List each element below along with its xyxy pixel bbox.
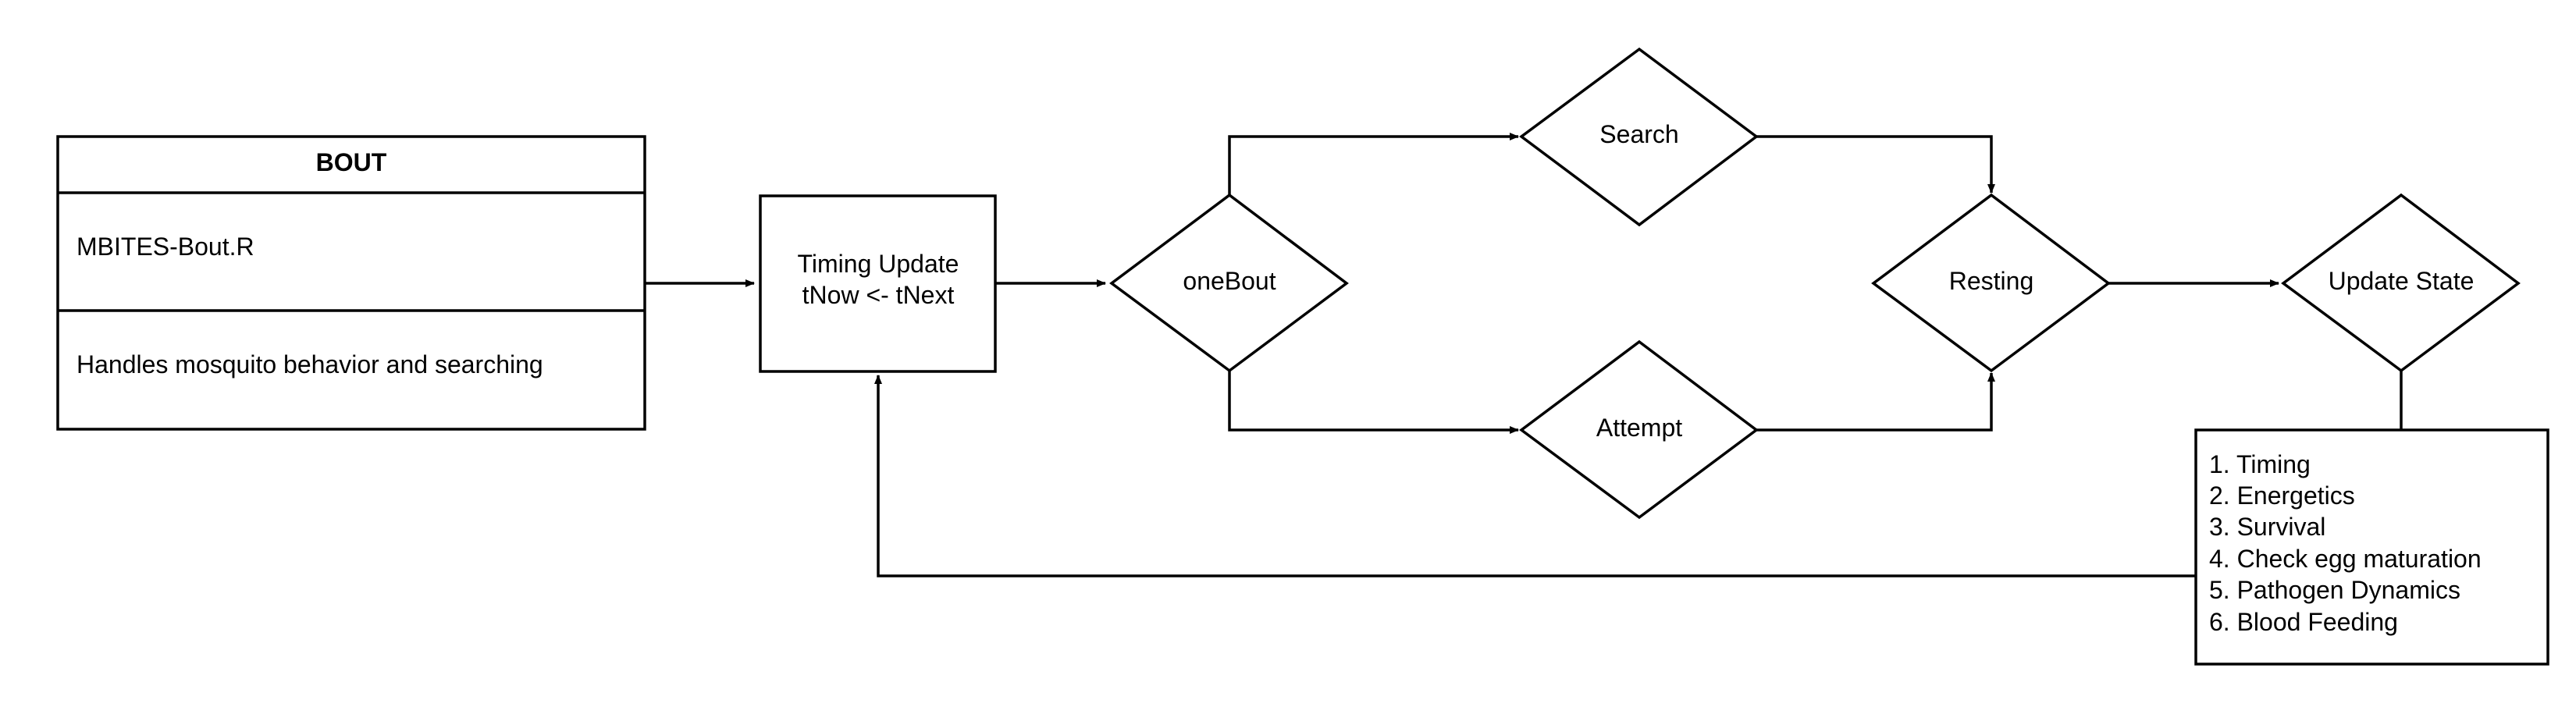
state-steps-box: 1. Timing 2. Energetics 3. Survival 4. C… <box>2194 428 2549 666</box>
search-label: Search <box>1599 120 1678 148</box>
bout-file: MBITES-Bout.R <box>76 233 254 261</box>
state-step-item: 6. Blood Feeding <box>2209 608 2398 636</box>
bout-description: Handles mosquito behavior and searching <box>76 350 543 378</box>
timing-update-box: Timing Update tNow <- tNext <box>759 194 997 373</box>
bout-title: BOUT <box>316 148 387 176</box>
state-step-item: 5. Pathogen Dynamics <box>2209 576 2460 604</box>
update-state-label: Update State <box>2329 267 2475 295</box>
state-step-item: 4. Check egg maturation <box>2209 545 2482 573</box>
attempt-decision: Attempt <box>1519 339 1759 520</box>
edge-onebout-to-attempt <box>1228 371 1519 434</box>
timing-update-label: Timing Update <box>798 250 959 278</box>
onebout-label: oneBout <box>1183 267 1276 295</box>
resting-label: Resting <box>1949 267 2034 295</box>
edge-steps-to-timing-loop <box>874 375 2196 577</box>
update-state-decision: Update State <box>2281 193 2521 373</box>
resting-decision: Resting <box>1871 193 2111 373</box>
state-step-item: 3. Survival <box>2209 513 2325 541</box>
edge-attempt-to-resting <box>1756 372 1995 432</box>
timing-update-formula: tNow <- tNext <box>802 281 955 309</box>
state-step-item: 1. Timing <box>2209 450 2311 478</box>
attempt-label: Attempt <box>1596 414 1682 442</box>
state-step-item: 2. Energetics <box>2209 481 2355 510</box>
edge-search-to-resting <box>1756 135 1995 194</box>
search-decision: Search <box>1519 47 1759 227</box>
edge-onebout-to-search <box>1228 133 1519 195</box>
bout-box: BOUT MBITES-Bout.R Handles mosquito beha… <box>56 135 646 431</box>
onebout-decision: oneBout <box>1109 193 1349 373</box>
